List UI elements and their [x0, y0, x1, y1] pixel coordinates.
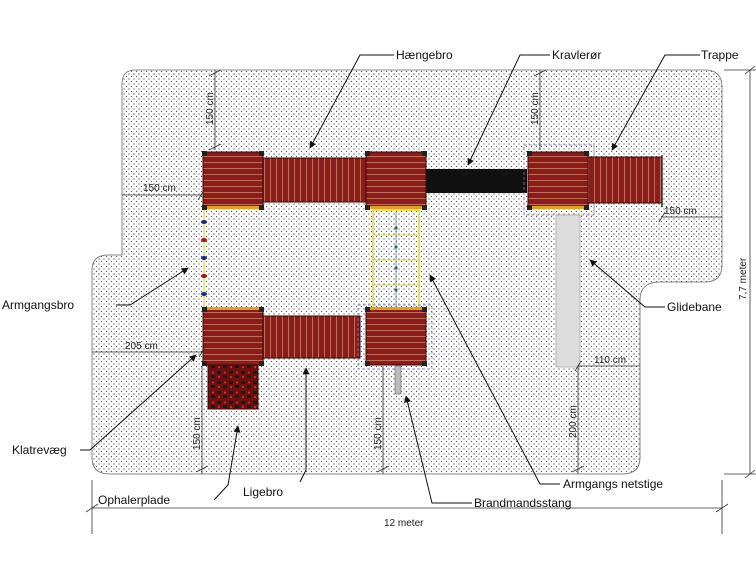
deck-top-middle — [365, 151, 427, 210]
label-klatrevaeg: Klatrevæg — [12, 443, 67, 457]
label-haengebro: Hængebro — [396, 48, 453, 62]
label-ophalerplade: Ophalerplade — [98, 493, 170, 507]
slide — [555, 214, 581, 368]
stairs — [587, 156, 663, 204]
dim-left-horizontal: 150 cm — [143, 183, 176, 194]
dimension-lines — [85, 65, 756, 534]
dim-bottom-left-vertical: 150 cm — [192, 417, 203, 450]
deck-right — [523, 144, 595, 216]
dim-total-height: 7,7 meter — [738, 257, 749, 300]
straight-bridge — [261, 315, 361, 359]
safety-area — [91, 69, 723, 475]
dim-total-width: 12 meter — [384, 518, 424, 529]
deck-bottom-left — [202, 307, 264, 366]
label-armgangs-netstige: Armgangs netstige — [563, 477, 663, 491]
label-trappe: Trappe — [701, 48, 739, 62]
dim-glidebane-vertical: 200 cm — [568, 405, 579, 438]
label-brandmandsstang: Brandmandsstang — [474, 496, 571, 510]
climbing-wall — [207, 364, 259, 410]
fireman-pole — [394, 365, 402, 395]
label-glidebane: Glidebane — [667, 300, 722, 314]
deck-bottom-middle — [357, 304, 433, 370]
crawl-tube — [425, 169, 527, 193]
dim-glidebane-horizontal: 110 cm — [594, 355, 626, 366]
monkey-bars — [201, 210, 207, 308]
dim-trappe-vertical: 150 cm — [530, 92, 541, 125]
leader-lines — [80, 54, 700, 504]
dim-trappe-horizontal: 150 cm — [664, 206, 697, 217]
label-armgangsbro: Armgangsbro — [2, 298, 74, 312]
suspension-bridge — [261, 157, 368, 203]
dim-armgang-horizontal: 205 cm — [125, 341, 158, 352]
label-kravleror: Kravlerør — [552, 48, 601, 62]
deck-top-left — [202, 151, 264, 210]
dim-bottom-mid-vertical: 150 cm — [373, 417, 384, 450]
label-ligebro: Ligebro — [243, 485, 283, 499]
dim-top-left-vertical: 150 cm — [205, 92, 216, 125]
